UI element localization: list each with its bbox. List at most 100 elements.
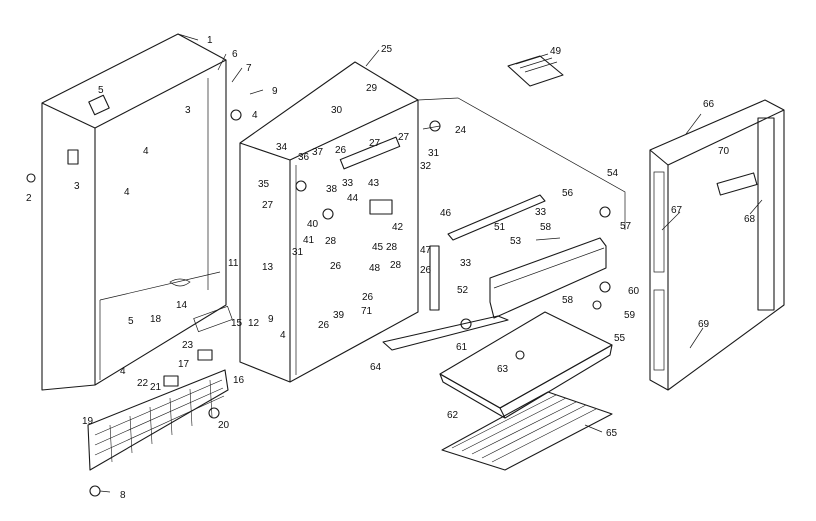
pan-cover (382, 315, 509, 351)
callout-9b: 9 (268, 314, 274, 325)
callout-18: 18 (150, 314, 162, 325)
callout-53: 53 (510, 236, 522, 247)
drawer-front (489, 237, 607, 319)
cabinet-shell (41, 33, 233, 391)
callout-30: 30 (331, 105, 343, 116)
callout-28c: 28 (390, 260, 402, 271)
back-panel (417, 97, 626, 230)
callout-12: 12 (248, 318, 260, 329)
callout-3b: 3 (185, 105, 191, 116)
callout-33c: 33 (460, 258, 472, 269)
callout-19: 19 (82, 416, 94, 427)
callout-58: 58 (540, 222, 552, 233)
callout-59: 59 (624, 310, 636, 321)
callout-33: 33 (342, 178, 354, 189)
callout-45: 45 (372, 242, 384, 253)
callout-4c: 4 (252, 110, 258, 121)
callout-5: 5 (98, 85, 104, 96)
callout-35: 35 (258, 179, 270, 190)
callout-44: 44 (347, 193, 359, 204)
callout-7: 7 (246, 63, 252, 74)
crisper-pan (439, 311, 613, 419)
callout-29: 29 (366, 83, 378, 94)
callout-4b: 4 (124, 187, 130, 198)
callout-56: 56 (562, 188, 574, 199)
callout-9: 9 (272, 86, 278, 97)
callout-16: 16 (233, 375, 245, 386)
callout-17: 17 (178, 359, 190, 370)
callout-31: 31 (428, 148, 440, 159)
callout-47: 47 (420, 245, 432, 256)
callout-63: 63 (497, 364, 509, 375)
small-components (26, 94, 611, 497)
callouts: 1 2 3 3 4 4 4 4 4 5 5 6 7 8 9 9 11 12 13… (26, 35, 756, 501)
callout-70: 70 (718, 146, 730, 157)
callout-6: 6 (232, 49, 238, 60)
callout-64: 64 (370, 362, 382, 373)
callout-13: 13 (262, 262, 274, 273)
callout-40: 40 (307, 219, 319, 230)
callout-41: 41 (303, 235, 315, 246)
callout-26b: 26 (330, 261, 342, 272)
callout-11: 11 (228, 258, 239, 269)
callout-4d: 4 (120, 366, 126, 377)
callout-4: 4 (143, 146, 149, 157)
callout-24: 24 (455, 125, 467, 136)
callout-27b: 27 (262, 200, 274, 211)
callout-27: 27 (398, 132, 410, 143)
door (649, 99, 785, 391)
callout-49: 49 (550, 46, 562, 57)
callout-42: 42 (392, 222, 404, 233)
callout-25: 25 (381, 44, 393, 55)
callout-20: 20 (218, 420, 230, 431)
callout-15: 15 (231, 318, 243, 329)
callout-36: 36 (298, 152, 310, 163)
callout-32: 32 (420, 161, 432, 172)
callout-60: 60 (628, 286, 640, 297)
callout-23: 23 (182, 340, 194, 351)
callout-33b: 33 (535, 207, 547, 218)
liner (239, 61, 419, 383)
callout-46: 46 (440, 208, 452, 219)
callout-39: 39 (333, 310, 345, 321)
callout-66: 66 (703, 99, 715, 110)
callout-55: 55 (614, 333, 626, 344)
callout-22: 22 (137, 378, 149, 389)
callout-71: 71 (361, 306, 373, 317)
callout-26e: 26 (420, 265, 432, 276)
rail-51 (447, 194, 546, 241)
callout-52: 52 (457, 285, 469, 296)
callout-28b: 28 (386, 242, 398, 253)
callout-58b: 58 (562, 295, 574, 306)
callout-34: 34 (276, 142, 288, 153)
callout-14: 14 (176, 300, 188, 311)
callout-1: 1 (207, 35, 213, 46)
callout-62: 62 (447, 410, 459, 421)
callout-26: 26 (335, 145, 347, 156)
callout-61: 61 (456, 342, 468, 353)
callout-8: 8 (120, 490, 126, 501)
callout-69: 69 (698, 319, 710, 330)
callout-26c: 26 (362, 292, 374, 303)
ice-tray (507, 53, 564, 87)
callout-5b: 5 (128, 316, 134, 327)
callout-27c: 27 (369, 138, 381, 149)
callout-68: 68 (744, 214, 756, 225)
callout-54: 54 (607, 168, 619, 179)
callout-31b: 31 (292, 247, 304, 258)
callout-38: 38 (326, 184, 338, 195)
callout-37: 37 (312, 147, 324, 158)
callout-51: 51 (494, 222, 506, 233)
grille (87, 369, 229, 471)
callout-4e: 4 (280, 330, 286, 341)
callout-48: 48 (369, 263, 381, 274)
callout-26d: 26 (318, 320, 330, 331)
callout-67: 67 (671, 205, 683, 216)
callout-57: 57 (620, 221, 632, 232)
callout-43: 43 (368, 178, 380, 189)
callout-28: 28 (325, 236, 337, 247)
rail-52 (429, 245, 440, 311)
callout-21: 21 (150, 382, 162, 393)
